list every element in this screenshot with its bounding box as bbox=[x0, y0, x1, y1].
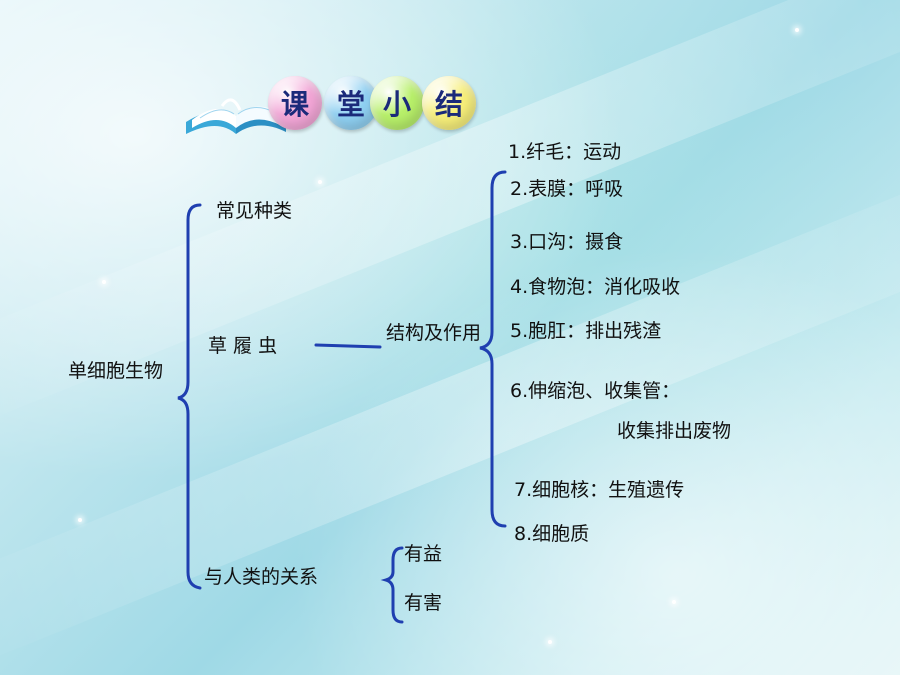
sparkle bbox=[318, 180, 322, 184]
relation-harmful: 有害 bbox=[404, 592, 443, 614]
branch-relation: 与人类的关系 bbox=[204, 566, 319, 588]
structure-item: 7.细胞核：生殖遗传 bbox=[514, 479, 685, 501]
sparkle bbox=[795, 28, 799, 32]
title-char-3: 小 bbox=[370, 76, 424, 130]
sparkle bbox=[548, 640, 552, 644]
relation-beneficial: 有益 bbox=[404, 543, 443, 565]
structure-item: 5.胞肛：排出残渣 bbox=[510, 320, 662, 342]
main-bracket bbox=[177, 203, 202, 590]
root-label: 单细胞生物 bbox=[68, 360, 164, 382]
title-char-2: 堂 bbox=[324, 76, 378, 130]
title-char-1: 课 bbox=[268, 76, 322, 130]
title-char-4: 结 bbox=[422, 76, 476, 130]
structure-item: 8.细胞质 bbox=[514, 523, 590, 545]
sparkle bbox=[102, 280, 106, 284]
branch-common-species: 常见种类 bbox=[216, 200, 293, 222]
structure-item-continued: 收集排出废物 bbox=[617, 420, 732, 442]
structure-item: 3.口沟：摄食 bbox=[510, 231, 624, 253]
sparkle bbox=[78, 518, 82, 522]
branch-paramecium: 草 履 虫 bbox=[208, 335, 278, 357]
structure-item: 6.伸缩泡、收集管： bbox=[510, 380, 681, 402]
structure-item: 4.食物泡：消化吸收 bbox=[510, 276, 681, 298]
structure-label: 结构及作用 bbox=[386, 322, 482, 344]
relation-bracket bbox=[380, 546, 404, 624]
structure-item: 1.纤毛：运动 bbox=[508, 141, 622, 163]
sparkle bbox=[672, 600, 676, 604]
connector-line bbox=[314, 343, 382, 349]
structure-bracket bbox=[479, 170, 507, 528]
structure-item: 2.表膜：呼吸 bbox=[510, 178, 624, 200]
title-banner: 课 堂 小 结 bbox=[178, 72, 478, 142]
